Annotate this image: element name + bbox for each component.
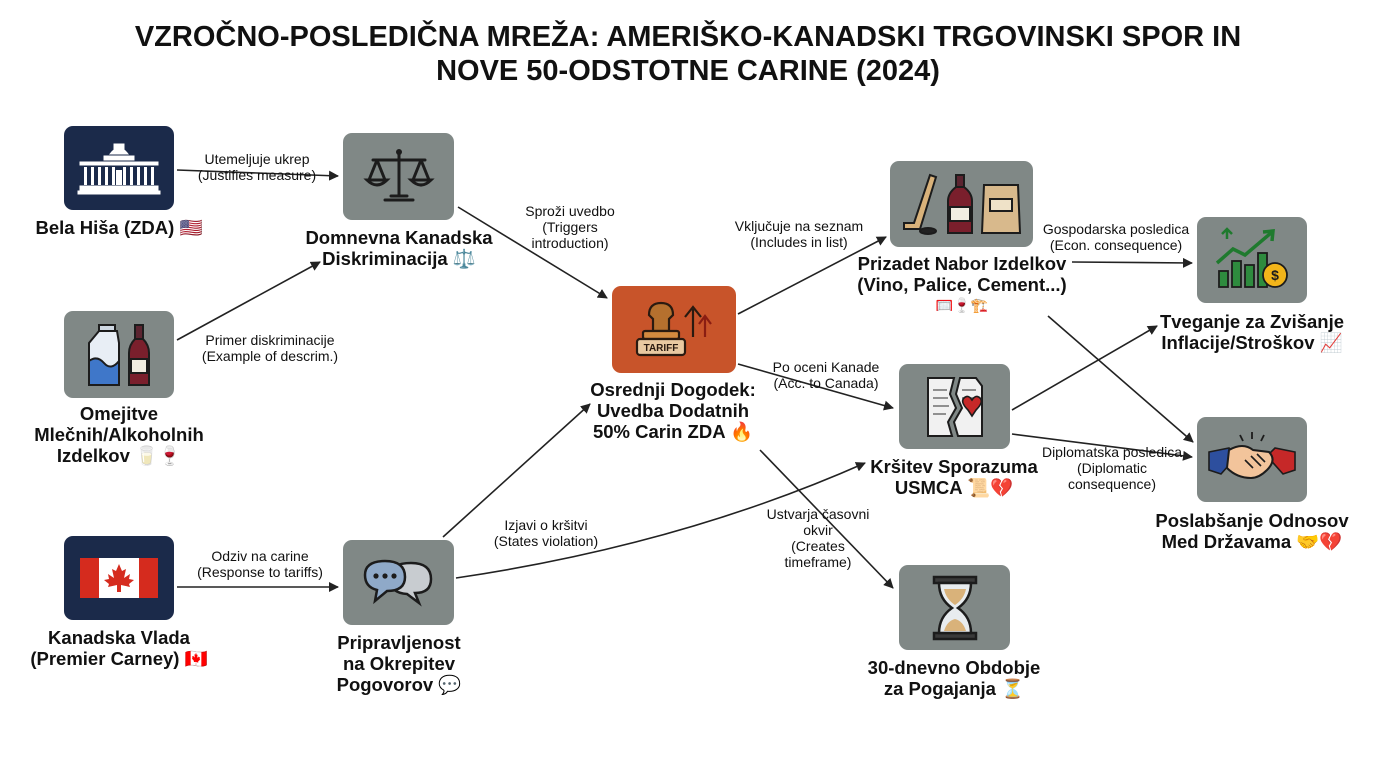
products-label: Prizadet Nabor Izdelkov (Vino, Palice, C…: [857, 253, 1067, 313]
discrimination-label: Domnevna Kanadska Diskriminacija ⚖️: [305, 227, 493, 269]
central-event-label: Osrednji Dogodek: Uvedba Dodatnih 50% Ca…: [590, 379, 756, 442]
canada-flag-icon: [80, 558, 158, 598]
white-house-icon: [77, 143, 161, 195]
inflation-node: $: [1197, 217, 1307, 303]
canada-government-label: Kanadska Vlada (Premier Carney) 🇨🇦: [30, 627, 208, 669]
edge-label-example: Primer diskriminacije (Example of descri…: [201, 332, 339, 364]
central-event-node: TARIFF: [612, 286, 736, 373]
talks-node: [343, 540, 454, 625]
edge-usmca-to-inflation: [1011, 325, 1158, 411]
edge-whitehouse-to-discrimination: [176, 169, 339, 181]
timeframe-node: [899, 565, 1010, 650]
relations-node: [1197, 417, 1307, 502]
hourglass-icon: [932, 575, 977, 640]
edge-products-to-inflation: [1071, 257, 1193, 268]
edge-label-triggers: Sproži uvedbo (Triggers introduction): [525, 203, 615, 251]
inflation-label: Tveganje za Zvišanje Inflacije/Stroškov …: [1159, 311, 1345, 353]
edge-talks-to-central: [442, 403, 591, 538]
tariff-stamp-text: TARIFF: [644, 343, 679, 354]
edge-label-includes: Vključuje na seznam (Includes in list): [734, 218, 864, 250]
dairy-alcohol-label: Omejitve Mlečnih/Alkoholnih Izdelkov 🥛🍷: [34, 403, 204, 466]
discrimination-node: [343, 133, 454, 220]
canada-government-node: [64, 536, 174, 620]
usmca-label: Kršitev Sporazuma USMCA 📜💔: [870, 456, 1038, 498]
usmca-node: [899, 364, 1010, 449]
title-line-1: VZROČNO-POSLEDIČNA MREŽA: AMERIŠKO-KANAD…: [134, 21, 1242, 53]
scales-icon: [362, 148, 435, 201]
milk-wine-icon: [88, 323, 150, 386]
speech-bubbles-icon: [363, 559, 432, 607]
relations-label: Poslabšanje Odnosov Med Državama 🤝💔: [1155, 510, 1349, 552]
edge-central-to-timeframe: [759, 449, 894, 589]
edge-label-acc-canada: Po oceni Kanade (Acc. to Canada): [772, 359, 880, 391]
svg-text:$: $: [1271, 267, 1279, 283]
edge-label-response: Odziv na carine (Response to tariffs): [197, 548, 323, 580]
edge-products-to-relations: [1047, 315, 1194, 443]
white-house-label: Bela Hiša (ZDA) 🇺🇸: [35, 217, 203, 238]
diagram-title: VZROČNO-POSLEDIČNA MREŽA: AMERIŠKO-KANAD…: [0, 20, 1376, 88]
edge-label-econ: Gospodarska posledica (Econ. consequence…: [1042, 221, 1190, 253]
products-node: [890, 161, 1033, 247]
growth-chart-icon: $: [1215, 227, 1288, 288]
title-line-2: NOVE 50-ODSTOTNE CARINE (2024): [436, 55, 940, 87]
edge-discrimination-to-central: [457, 206, 608, 299]
edge-label-justifies: Utemeljuje ukrep (Justifies measure): [197, 151, 317, 183]
edge-label-states-violation: Izjavi o kršitvi (States violation): [493, 517, 599, 549]
dairy-alcohol-node: [64, 311, 174, 398]
edge-central-to-usmca: [737, 363, 894, 411]
edge-label-timeframe: Ustvarja časovni okvir (Creates timefram…: [766, 506, 870, 570]
talks-label: Pripravljenost na Okrepitev Pogovorov 💬: [336, 632, 462, 695]
white-house-node: [64, 126, 174, 210]
broken-contract-icon: [926, 376, 983, 437]
handshake-icon: [1208, 431, 1296, 479]
edge-central-to-products: [737, 236, 887, 315]
edge-usmca-to-relations: [1011, 433, 1193, 461]
edge-dairy-to-discrimination: [176, 261, 321, 341]
edge-label-diplomatic: Diplomatska posledica (Diplomatic conseq…: [1041, 444, 1183, 492]
tariff-stamp-icon: TARIFF: [635, 301, 712, 356]
edge-talks-to-usmca: [455, 462, 866, 579]
hockey-wine-cement-icon: [902, 173, 1021, 235]
timeframe-label: 30-dnevno Obdobje za Pogajanja ⏳: [867, 657, 1041, 699]
